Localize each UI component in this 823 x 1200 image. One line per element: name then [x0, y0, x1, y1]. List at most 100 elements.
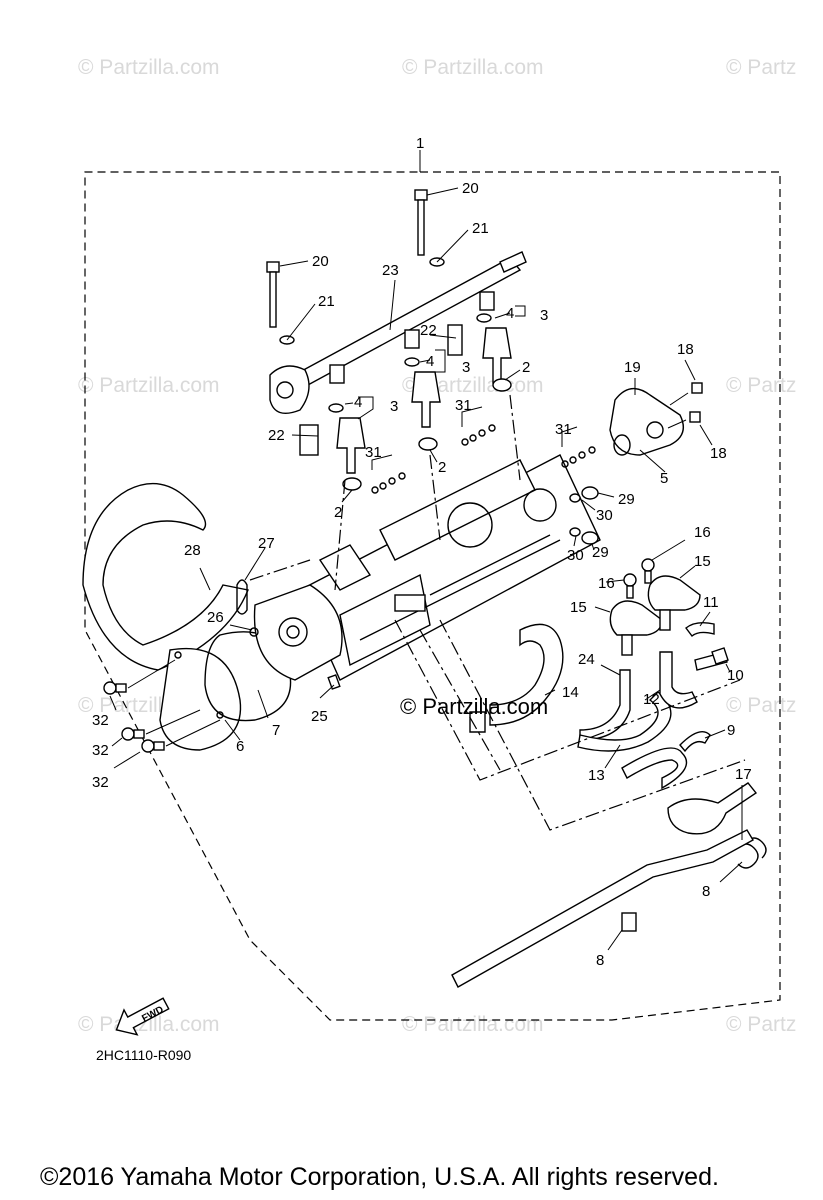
- watermark: © Partz: [726, 374, 797, 397]
- idle-housing: [253, 584, 343, 681]
- callout-26: 26: [207, 609, 224, 626]
- spacer-22: [299, 424, 319, 456]
- map-sensor-15: [647, 575, 701, 631]
- callout-23: 23: [382, 262, 399, 279]
- callout-14: 14: [562, 684, 579, 701]
- callout-32: 32: [92, 712, 109, 729]
- callout-21: 21: [318, 293, 335, 310]
- center-watermark: © Partzilla.com: [400, 694, 549, 719]
- callout-25: 25: [311, 708, 328, 725]
- callout-16: 16: [694, 524, 711, 541]
- hose-24: [579, 669, 631, 741]
- fitting-10: [711, 647, 729, 665]
- callout-29: 29: [618, 491, 635, 508]
- clip-30: [569, 493, 581, 503]
- callout-29: 29: [592, 544, 609, 561]
- callout-4: 4: [426, 353, 434, 370]
- watermark: © Partzilla.com: [78, 374, 220, 397]
- callout-10: 10: [727, 667, 744, 684]
- seal-2: [418, 437, 438, 451]
- callout-21: 21: [472, 220, 489, 237]
- callout-11: 11: [703, 594, 719, 611]
- callout-19: 19: [624, 359, 641, 376]
- hose-11: [685, 621, 715, 638]
- callout-3: 3: [540, 307, 548, 324]
- bolt-20a: [266, 261, 280, 328]
- callout-2: 2: [334, 504, 342, 521]
- callout-31: 31: [555, 421, 572, 438]
- callout-22: 22: [420, 322, 437, 339]
- callout-20: 20: [462, 180, 479, 197]
- callout-15: 15: [694, 553, 711, 570]
- callout-1: 1: [416, 135, 424, 152]
- callout-3: 3: [462, 359, 470, 376]
- callout-32: 32: [92, 774, 109, 791]
- callout-31: 31: [365, 444, 382, 461]
- watermark: © Partzilla.com: [78, 56, 220, 79]
- seal-2: [342, 477, 362, 491]
- callout-20: 20: [312, 253, 329, 270]
- callout-27: 27: [258, 535, 275, 552]
- copyright-notice: ©2016 Yamaha Motor Corporation, U.S.A. A…: [40, 1163, 719, 1191]
- throttle-body: [299, 454, 601, 681]
- screw-18: [669, 382, 703, 406]
- callout-18: 18: [677, 341, 694, 358]
- seal-2: [492, 378, 512, 392]
- callout-22: 22: [268, 427, 285, 444]
- callout-8: 8: [702, 883, 710, 900]
- hose-long: [451, 829, 754, 988]
- callout-32: 32: [92, 742, 109, 759]
- throttle-sensor-19: [609, 387, 684, 456]
- injector-mid: [404, 357, 441, 428]
- spacer-22: [447, 324, 463, 356]
- o-ring-21: [429, 257, 445, 267]
- hose-end-14: [469, 711, 486, 733]
- callout-12: 12: [643, 691, 660, 708]
- callout-4: 4: [354, 394, 362, 411]
- callout-4: 4: [506, 305, 514, 322]
- watermark: © Partzilla.com: [402, 1013, 544, 1036]
- callout-2: 2: [522, 359, 530, 376]
- screw-25: [327, 674, 341, 690]
- watermark: © Partz: [726, 694, 797, 717]
- callout-31: 31: [455, 397, 472, 414]
- callout-3: 3: [390, 398, 398, 415]
- o-ring-26: [249, 627, 259, 637]
- o-ring-21: [279, 335, 295, 345]
- injector-left: [328, 403, 366, 474]
- reference-code: 2HC1110-R090: [96, 1047, 192, 1063]
- hose-28: [82, 482, 249, 671]
- guide-line: [419, 629, 501, 771]
- callout-16: 16: [598, 575, 615, 592]
- hose-14: [489, 623, 564, 726]
- callout-15: 15: [570, 599, 587, 616]
- callout-17: 17: [735, 766, 752, 783]
- hose-12: [659, 651, 698, 709]
- callout-13: 13: [588, 767, 605, 784]
- callout-9: 9: [727, 722, 735, 739]
- screw-18: [667, 411, 701, 429]
- screw-16: [623, 573, 637, 599]
- callout-8: 8: [596, 952, 604, 969]
- cap-29: [581, 486, 599, 500]
- callout-28: 28: [184, 542, 201, 559]
- callout-30: 30: [596, 507, 613, 524]
- clamp-8: [621, 912, 637, 932]
- bolt-20b: [414, 189, 428, 256]
- injector-right: [476, 313, 512, 384]
- callout-18: 18: [710, 445, 727, 462]
- watermark: © Partzilla.com: [78, 1013, 220, 1036]
- callout-7: 7: [272, 722, 280, 739]
- cap-29: [581, 531, 599, 545]
- hose-17: [667, 782, 758, 835]
- watermark: © Partzilla.com: [402, 56, 544, 79]
- fwd-label: FWD: [140, 1004, 165, 1024]
- screw-16: [641, 558, 655, 584]
- guide-line: [249, 559, 311, 581]
- hose-9: [621, 731, 711, 790]
- cover-6: [159, 647, 242, 751]
- clip-27: [236, 579, 248, 615]
- fuel-rail: [269, 251, 527, 414]
